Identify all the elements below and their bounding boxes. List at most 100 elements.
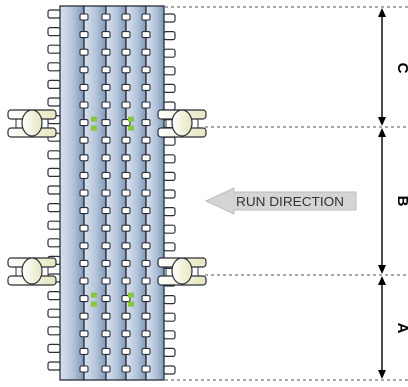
hinge-tooth	[101, 48, 111, 56]
reference-lines	[165, 6, 408, 381]
hinge-tooth	[47, 238, 61, 248]
dimension-b-label: B	[394, 196, 408, 207]
hinge-tooth	[101, 365, 111, 373]
green-module	[91, 292, 97, 298]
hinge-tooth	[163, 189, 176, 199]
hinge-tooth	[121, 66, 131, 74]
hinge-tooth	[79, 48, 89, 56]
green-module	[128, 292, 134, 298]
dimension-b-arrow-bottom	[378, 265, 386, 274]
belt	[47, 5, 176, 381]
hinge-tooth	[101, 13, 111, 21]
hinge-tooth	[121, 48, 131, 56]
dimension-b-arrow-top	[378, 128, 386, 137]
hinge-tooth	[79, 83, 89, 91]
hinge-tooth	[141, 136, 151, 144]
hinge-tooth	[79, 119, 89, 127]
hinge-tooth	[141, 207, 151, 215]
hinge-tooth	[163, 171, 176, 181]
hinge-tooth	[101, 189, 111, 197]
hinge-tooth	[121, 347, 131, 355]
hinge-tooth	[163, 136, 176, 146]
hinge-tooth	[47, 308, 61, 318]
green-module	[128, 301, 134, 307]
hinge-tooth	[141, 277, 151, 285]
hinge-tooth	[163, 347, 176, 357]
hinge-tooth	[141, 171, 151, 179]
dimension-a-label: A	[394, 323, 408, 334]
hinge-tooth	[101, 101, 111, 109]
green-module	[128, 116, 134, 122]
hinge-tooth	[79, 31, 89, 39]
hinge-tooth	[121, 101, 131, 109]
hinge-tooth	[141, 119, 151, 127]
hinge-tooth	[163, 295, 176, 305]
hinge-tooth	[121, 207, 131, 215]
hinge-tooth	[79, 277, 89, 285]
dimension-c-label: C	[394, 63, 408, 74]
hinge-tooth	[141, 224, 151, 232]
hinge-tooth	[47, 185, 61, 195]
hinge-tooth	[163, 242, 176, 252]
hinge-tooth	[141, 66, 151, 74]
dimension-markers	[378, 8, 386, 379]
hinge-tooth	[101, 277, 111, 285]
hinge-tooth	[79, 295, 89, 303]
hinge-tooth	[101, 259, 111, 267]
green-module	[91, 116, 97, 122]
hinge-tooth	[79, 347, 89, 355]
hinge-tooth	[121, 83, 131, 91]
hinge-tooth	[121, 277, 131, 285]
side-module-right	[157, 109, 207, 138]
hinge-tooth	[47, 27, 61, 37]
hinge-tooth	[121, 312, 131, 320]
dimension-c-arrow-top	[378, 8, 386, 17]
hinge-tooth	[163, 224, 176, 234]
hinge-tooth	[79, 312, 89, 320]
hinge-tooth	[163, 48, 176, 58]
hinge-tooth	[163, 330, 176, 340]
side-module-left	[7, 257, 57, 286]
hinge-tooth	[163, 365, 176, 375]
hinge-tooth	[79, 259, 89, 267]
hinge-tooth	[141, 101, 151, 109]
dimension-a-arrow-top	[378, 276, 386, 285]
hinge-tooth	[79, 154, 89, 162]
hinge-tooth	[79, 66, 89, 74]
hinge-tooth	[121, 31, 131, 39]
hinge-tooth	[47, 291, 61, 301]
hinge-tooth	[141, 31, 151, 39]
hinge-tooth	[121, 224, 131, 232]
hinge-tooth	[121, 13, 131, 21]
hinge-tooth	[79, 242, 89, 250]
hinge-tooth	[121, 171, 131, 179]
hinge-tooth	[101, 295, 111, 303]
hinge-tooth	[141, 189, 151, 197]
hinge-tooth	[141, 295, 151, 303]
hinge-tooth	[163, 312, 176, 322]
hinge-tooth	[47, 203, 61, 213]
side-module-right	[157, 257, 207, 286]
hinge-tooth	[101, 171, 111, 179]
hinge-tooth	[79, 224, 89, 232]
hinge-tooth	[141, 330, 151, 338]
hinge-tooth	[47, 62, 61, 72]
green-module	[128, 125, 134, 131]
side-modules	[7, 109, 207, 286]
hinge-tooth	[163, 66, 176, 76]
hinge-tooth	[101, 31, 111, 39]
hinge-tooth	[47, 220, 61, 230]
hinge-tooth	[79, 207, 89, 215]
green-modules	[91, 116, 134, 307]
hinge-tooth	[101, 136, 111, 144]
hinge-tooth	[163, 83, 176, 94]
hinge-tooth	[101, 207, 111, 215]
hinge-tooth	[47, 343, 61, 353]
hinge-tooth	[141, 312, 151, 320]
green-module	[91, 125, 97, 131]
hinge-tooth	[79, 365, 89, 373]
hinge-tooth	[141, 259, 151, 267]
hinge-tooth	[121, 242, 131, 250]
dimension-c-arrow-bottom	[378, 117, 386, 126]
hinge-tooth	[101, 83, 111, 91]
